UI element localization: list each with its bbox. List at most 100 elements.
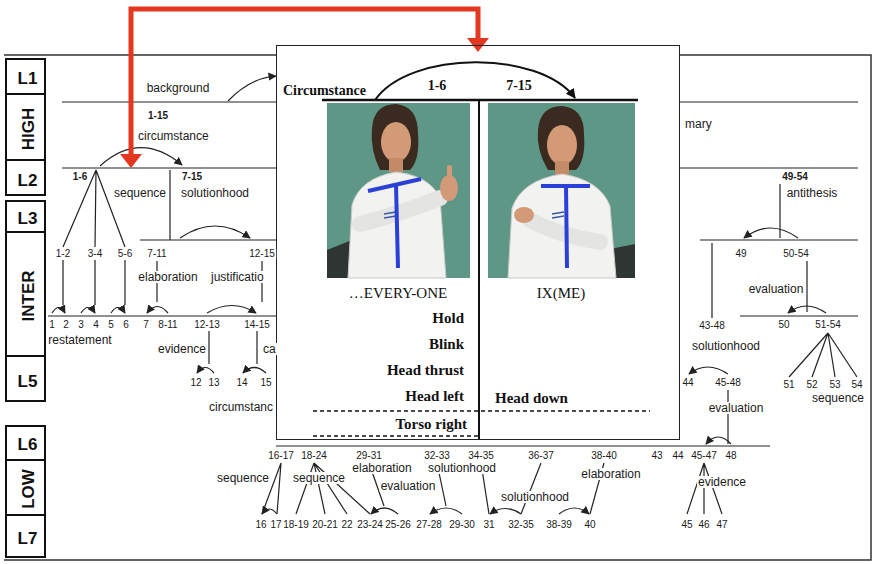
relation-arc bbox=[52, 308, 65, 314]
relation-label: elaboration bbox=[137, 271, 198, 283]
tree-line bbox=[680, 167, 858, 168]
tree-line bbox=[740, 315, 858, 316]
level-label: L2 bbox=[18, 172, 38, 189]
unit-number: 36-37 bbox=[527, 451, 555, 461]
unit-number: 54 bbox=[850, 380, 863, 390]
relation-arc bbox=[243, 368, 266, 374]
relation-label: evaluation bbox=[708, 402, 765, 414]
unit-number: 20-21 bbox=[311, 520, 339, 530]
relation-arc bbox=[262, 509, 277, 514]
unit-number: 50-54 bbox=[782, 249, 810, 259]
inset-panel: Circumstance1-67-15…EVERY-ONEIX(ME)HoldB… bbox=[276, 45, 680, 440]
unit-number: 8-11 bbox=[157, 320, 178, 330]
unit-number: 34-35 bbox=[467, 451, 495, 461]
unit-number: 43 bbox=[650, 451, 663, 461]
relation-arc bbox=[197, 368, 214, 374]
level-label: L5 bbox=[18, 373, 38, 390]
inset-line bbox=[313, 410, 650, 412]
relation-label: evidence bbox=[157, 343, 207, 355]
relation-arc bbox=[180, 226, 250, 238]
signer-photo bbox=[488, 103, 635, 278]
relation-label: antithesis bbox=[786, 187, 839, 199]
level-divider bbox=[5, 231, 46, 233]
tree-line bbox=[276, 445, 770, 446]
unit-number: 32-33 bbox=[423, 451, 451, 461]
level-label: L1 bbox=[18, 70, 38, 87]
relation-label: ca bbox=[262, 343, 277, 355]
signer-photo bbox=[327, 103, 470, 278]
tree-line bbox=[711, 243, 712, 318]
relation-label: elaboration bbox=[351, 462, 412, 474]
unit-number: 44 bbox=[681, 378, 694, 388]
unit-number: 38-39 bbox=[545, 520, 573, 530]
annotation-text: IX(ME) bbox=[537, 286, 585, 301]
unit-number: 1-2 bbox=[55, 249, 71, 259]
unit-number: 46 bbox=[697, 520, 710, 530]
tree-line bbox=[806, 261, 807, 312]
inset-line bbox=[375, 62, 575, 100]
annotation-text: Head left bbox=[405, 389, 464, 404]
tree-line bbox=[727, 390, 728, 444]
unit-number: 32-35 bbox=[507, 520, 535, 530]
signer-photo bbox=[555, 161, 569, 175]
level-label: L6 bbox=[18, 436, 38, 453]
unit-number: 50 bbox=[777, 320, 790, 330]
unit-number: 1 bbox=[48, 320, 56, 330]
annotation-text: Head thrust bbox=[387, 363, 464, 378]
relation-label: solutionhood bbox=[427, 462, 497, 474]
unit-number: 7 bbox=[142, 320, 150, 330]
relation-arc bbox=[706, 437, 731, 444]
callout-arrow bbox=[120, 9, 489, 168]
relation-label: circumstance bbox=[137, 130, 210, 142]
signer-photo bbox=[538, 106, 585, 170]
level-label: L7 bbox=[18, 530, 38, 547]
signer-photo bbox=[566, 186, 567, 268]
tree-line bbox=[48, 315, 276, 316]
unit-number: 25-26 bbox=[384, 520, 412, 530]
inset-ground bbox=[276, 45, 680, 440]
unit-number: 29-30 bbox=[448, 520, 476, 530]
unit-number: 2 bbox=[62, 320, 70, 330]
annotation-text: Torso right bbox=[395, 417, 467, 432]
span-label: 1-15 bbox=[147, 111, 169, 121]
relation-arc bbox=[559, 508, 589, 514]
level-label: HIGH bbox=[19, 108, 36, 151]
unit-number: 16 bbox=[254, 520, 267, 530]
unit-number: 7-11 bbox=[146, 249, 167, 259]
level-divider bbox=[5, 459, 46, 461]
relation-arc bbox=[207, 306, 256, 314]
unit-number: 4 bbox=[92, 320, 100, 330]
signer-photo bbox=[508, 174, 616, 278]
tree-line bbox=[680, 101, 858, 102]
span-label: 1-6 bbox=[72, 172, 88, 182]
relation-label: evaluation bbox=[380, 480, 437, 492]
relation-label: background bbox=[146, 82, 211, 94]
unit-number: 23-24 bbox=[356, 520, 384, 530]
unit-number: 51 bbox=[782, 380, 795, 390]
level-label: LOW bbox=[19, 469, 36, 509]
level-divider bbox=[5, 514, 46, 516]
signer-photo bbox=[381, 122, 411, 162]
signer-photo bbox=[384, 212, 396, 218]
tree-line bbox=[700, 239, 858, 240]
level-divider bbox=[5, 93, 46, 95]
relation-label: sequence bbox=[292, 472, 346, 484]
unit-number: 3 bbox=[77, 320, 85, 330]
inset-line bbox=[478, 100, 480, 440]
relation-arc bbox=[228, 76, 276, 101]
relation-arc bbox=[81, 308, 95, 314]
signer-photo bbox=[348, 172, 446, 278]
relation-arc bbox=[689, 367, 728, 374]
relation-arc bbox=[490, 509, 521, 515]
relation-arc bbox=[430, 508, 462, 514]
relation-arc bbox=[371, 508, 398, 514]
unit-number: 18-24 bbox=[300, 451, 328, 461]
unit-number: 3-4 bbox=[87, 249, 103, 259]
inset-line bbox=[313, 435, 478, 437]
tree-line bbox=[262, 463, 281, 514]
annotation-text: Blink bbox=[429, 337, 464, 352]
unit-number: 40 bbox=[583, 520, 596, 530]
relation-label: justificatio bbox=[210, 271, 265, 283]
annotation-text: Head down bbox=[495, 391, 568, 406]
relation-arc bbox=[147, 307, 168, 314]
